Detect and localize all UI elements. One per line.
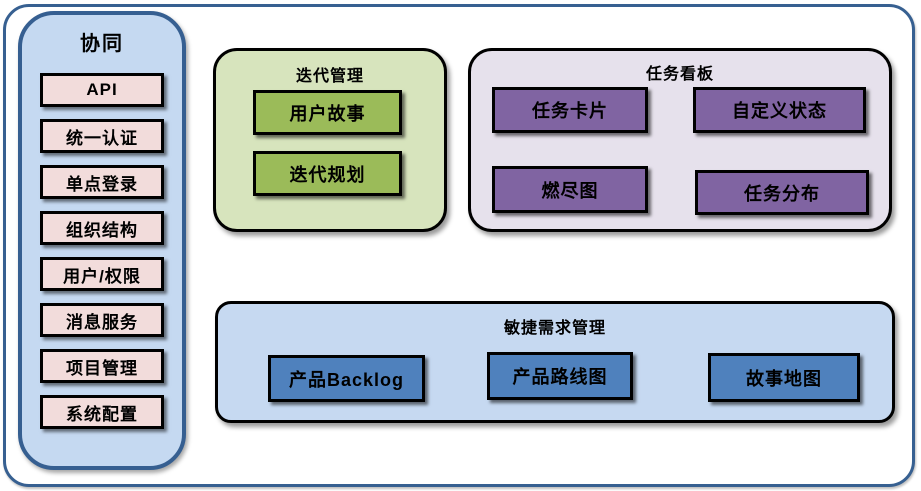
- card-user-story: 用户故事: [253, 90, 402, 135]
- card-task-card: 任务卡片: [492, 87, 648, 133]
- sidebar-item-user-permissions: 用户/权限: [40, 257, 164, 291]
- sidebar-item-sso: 单点登录: [40, 165, 164, 199]
- card-burndown-chart: 燃尽图: [492, 166, 648, 213]
- card-story-map: 故事地图: [708, 353, 860, 402]
- card-product-backlog: 产品Backlog: [268, 355, 425, 402]
- sidebar-item-message-service: 消息服务: [40, 303, 164, 337]
- sidebar-item-org-structure: 组织结构: [40, 211, 164, 245]
- task-board-section: 任务看板 任务卡片 自定义状态 燃尽图 任务分布: [468, 48, 892, 232]
- card-task-distribution: 任务分布: [695, 170, 869, 215]
- agile-requirements-section: 敏捷需求管理 产品Backlog 产品路线图 故事地图: [215, 301, 895, 423]
- card-custom-status: 自定义状态: [693, 87, 866, 133]
- card-product-roadmap: 产品路线图: [487, 352, 633, 400]
- sidebar-item-project-management: 项目管理: [40, 349, 164, 383]
- collaboration-panel-title: 协同: [80, 33, 124, 55]
- iteration-management-title: 迭代管理: [295, 68, 364, 85]
- task-board-title: 任务看板: [645, 66, 714, 83]
- collaboration-item-list: API 统一认证 单点登录 组织结构 用户/权限 消息服务 项目管理 系统配置: [40, 73, 164, 429]
- collaboration-panel: 协同 API 统一认证 单点登录 组织结构 用户/权限 消息服务 项目管理 系统…: [18, 11, 186, 470]
- sidebar-item-system-config: 系统配置: [40, 395, 164, 429]
- sidebar-item-api: API: [40, 73, 164, 107]
- sidebar-item-unified-auth: 统一认证: [40, 119, 164, 153]
- iteration-management-section: 迭代管理 用户故事 迭代规划: [213, 48, 447, 232]
- agile-requirements-title: 敏捷需求管理: [503, 320, 606, 337]
- card-iteration-planning: 迭代规划: [253, 151, 402, 196]
